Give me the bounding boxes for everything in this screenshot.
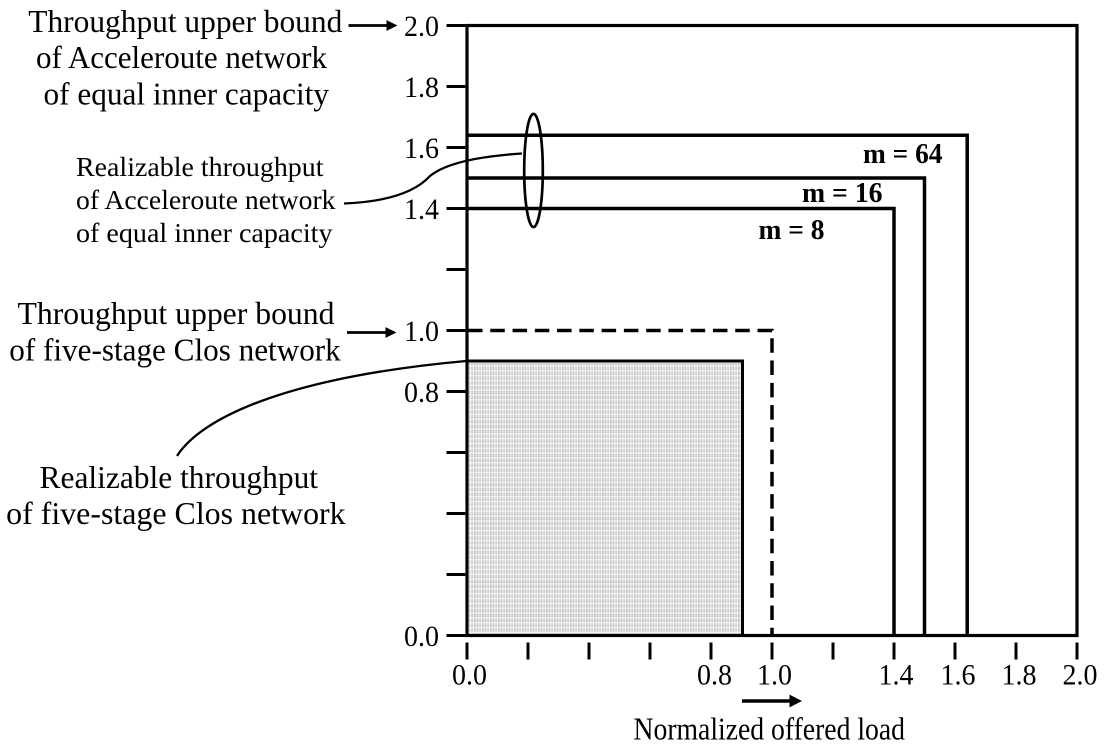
svg-text:1.0: 1.0	[404, 315, 439, 348]
svg-text:m = 16: m = 16	[802, 178, 883, 209]
svg-text:of equal inner capacity: of equal inner capacity	[76, 217, 333, 248]
svg-text:Throughput upper bound: Throughput upper bound	[28, 4, 342, 39]
svg-text:1.6: 1.6	[941, 659, 976, 692]
svg-text:1.4: 1.4	[404, 193, 439, 226]
svg-text:of equal inner capacity: of equal inner capacity	[44, 77, 330, 112]
svg-text:1.6: 1.6	[404, 132, 439, 165]
svg-text:of Acceleroute network: of Acceleroute network	[36, 40, 327, 75]
svg-text:Realizable throughput: Realizable throughput	[76, 151, 324, 182]
svg-text:Throughput upper bound: Throughput upper bound	[18, 296, 335, 331]
svg-text:2.0: 2.0	[1063, 659, 1098, 692]
svg-text:of five-stage Clos network: of five-stage Clos network	[6, 496, 346, 531]
svg-text:0.8: 0.8	[697, 659, 732, 692]
svg-text:1.8: 1.8	[1002, 659, 1037, 692]
svg-text:of Acceleroute network: of Acceleroute network	[76, 184, 336, 215]
svg-text:1.8: 1.8	[404, 71, 439, 104]
svg-text:of five-stage Clos network: of five-stage Clos network	[9, 333, 341, 368]
svg-text:1.4: 1.4	[879, 659, 914, 692]
svg-text:0.0: 0.0	[404, 620, 439, 653]
svg-text:0.8: 0.8	[404, 376, 439, 409]
svg-text:m = 8: m = 8	[759, 215, 825, 246]
svg-text:2.0: 2.0	[404, 10, 439, 43]
svg-text:Realizable throughput: Realizable throughput	[40, 460, 319, 495]
svg-text:m = 64: m = 64	[863, 139, 943, 170]
svg-text:Normalized offered load: Normalized offered load	[634, 712, 906, 747]
svg-text:1.0: 1.0	[757, 659, 792, 692]
svg-text:0.0: 0.0	[452, 659, 487, 692]
